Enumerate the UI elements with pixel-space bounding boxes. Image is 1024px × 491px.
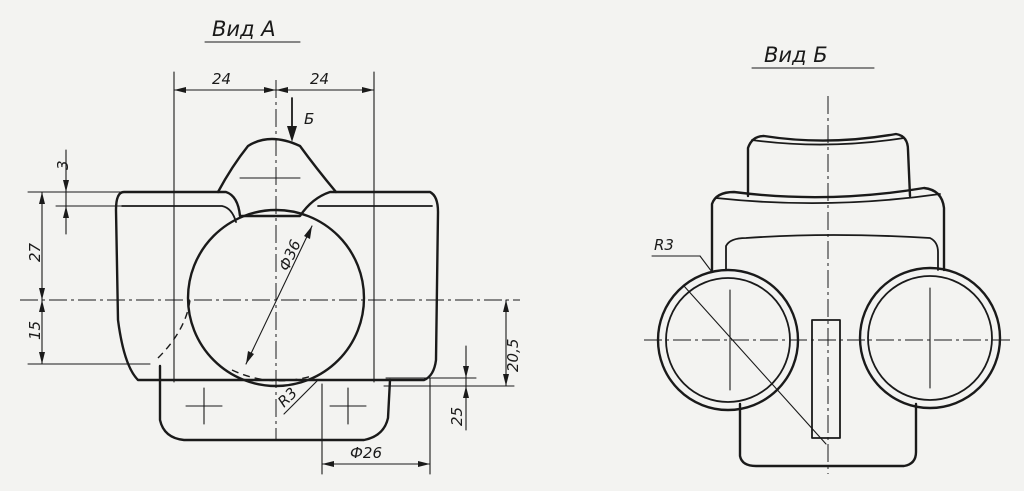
arrowhead	[174, 87, 186, 93]
dim-label-phi36: Ф36	[275, 237, 304, 274]
view-b-tube-right-outer	[858, 266, 1002, 410]
view-direction-arrowhead	[287, 126, 297, 142]
view-a-lower-lug	[158, 364, 392, 442]
view-b-inner-step	[725, 234, 939, 271]
dim-label-25: 25	[448, 407, 466, 426]
view-b-slot	[811, 319, 841, 439]
view-a-inner-step-left	[121, 205, 237, 223]
dim-label-r3-a: R3	[274, 384, 301, 411]
view-a-top-boss	[216, 137, 338, 194]
dim-label-phi26: Ф26	[350, 444, 382, 462]
arrowhead	[39, 352, 45, 364]
view-a: Вид А 24 24 Б	[20, 17, 522, 475]
arrowhead	[503, 300, 509, 312]
arrowhead	[304, 226, 312, 239]
arrowhead	[362, 87, 374, 93]
view-b-title: Вид Б	[764, 43, 828, 67]
arrowhead	[322, 461, 334, 467]
arrowhead	[276, 87, 288, 93]
arrowhead	[503, 374, 509, 386]
arrowhead	[264, 87, 276, 93]
arrowhead	[39, 288, 45, 300]
view-b-lower-part	[738, 402, 918, 468]
view-b-top-boss	[746, 132, 912, 198]
view-a-hidden-arc-left	[157, 299, 191, 359]
arrowhead	[463, 386, 469, 398]
dim-label-r3-b: R3	[654, 236, 674, 254]
leader-r3-a	[283, 379, 319, 415]
view-a-hidden-arc-bottom	[231, 369, 313, 382]
dim-label-27: 27	[26, 242, 44, 262]
arrowhead	[39, 192, 45, 204]
dim-line-phi36	[245, 225, 313, 365]
view-a-body-outline	[114, 190, 440, 382]
arrowhead	[39, 300, 45, 312]
arrowhead	[418, 461, 430, 467]
view-b-tube-right-inner	[867, 275, 993, 401]
view-direction-label: Б	[304, 110, 314, 128]
dim-label-width-right: 24	[310, 70, 329, 88]
leader-r3-b	[699, 255, 713, 273]
view-a-title: Вид А	[212, 17, 276, 41]
view-b-boss-edge	[751, 137, 905, 146]
dim-label-width-left: 24	[212, 70, 231, 88]
arrowhead	[463, 366, 469, 378]
arrowhead	[63, 206, 69, 218]
arrowhead	[246, 351, 254, 364]
dim-label-15: 15	[26, 321, 44, 340]
view-b-body-edge	[715, 193, 941, 205]
dim-label-205: 20,5	[504, 339, 522, 372]
arrowhead	[63, 180, 69, 192]
dim-label-3: 3	[54, 160, 72, 170]
view-b-diagonal-line	[683, 285, 827, 445]
view-b: Вид Б R3	[644, 43, 1012, 474]
